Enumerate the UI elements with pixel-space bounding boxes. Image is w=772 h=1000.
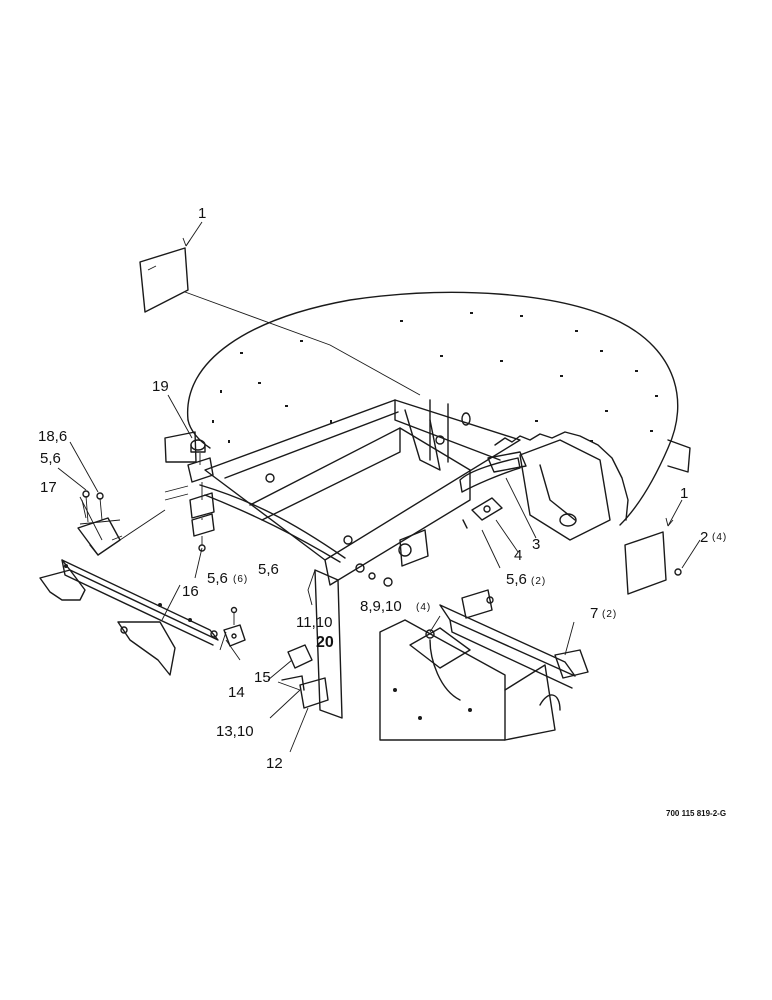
callout-3: 3 [532,536,540,553]
callout-5-6-six-qty: (6) [233,574,248,585]
callout-11-10: 11,10 [296,614,332,631]
spindle-stack-left [164,439,215,552]
callout-16: 16 [182,583,199,600]
callout-7: 7 [590,605,598,622]
callout-1-left: 1 [198,205,206,222]
bracket-assembly-17 [77,490,166,556]
callout-2: 2 [700,529,708,546]
callout-12: 12 [266,755,283,772]
leader-lines [57,221,701,753]
support-bar-14 [39,559,219,676]
bracket-assembly-15 [223,606,329,709]
callout-1-right: 1 [680,485,688,502]
shield-plate-left [139,247,421,396]
callout-17: 17 [40,479,57,496]
callout-15: 15 [254,669,271,686]
bearing-support-right [459,439,611,541]
callout-8-9-10: 8,9,10 [360,598,402,615]
callout-7-qty: (2) [602,609,617,620]
callout-18-6: 18,6 [38,428,67,445]
callout-2-qty: (4) [712,532,727,543]
callout-13-10: 13,10 [216,723,254,740]
shield-plate-right [624,531,682,595]
callout-labels: 1 1 2 (4) 3 4 5,6 (2) 5,6 (6) 5,6 5,6 7 … [38,205,727,772]
callout-5-6-two: 5,6 [506,571,527,588]
callout-14: 14 [228,684,245,701]
callout-4: 4 [514,547,522,564]
callout-8-9-10-qty: (4) [416,602,431,613]
callout-5-6-six: 5,6 [207,570,228,587]
callout-5-6-two-qty: (2) [531,576,546,587]
main-frame [199,399,521,586]
disc-table [164,291,691,526]
drawing-reference-number: 700 115 819-2-G [666,809,726,818]
right-frame-assembly [379,589,589,741]
drop-plate [307,563,393,719]
callout-5-6-mid: 5,6 [258,561,279,578]
callout-19: 19 [152,378,169,395]
callout-5-6-left: 5,6 [40,450,61,467]
callout-20: 20 [316,634,334,651]
